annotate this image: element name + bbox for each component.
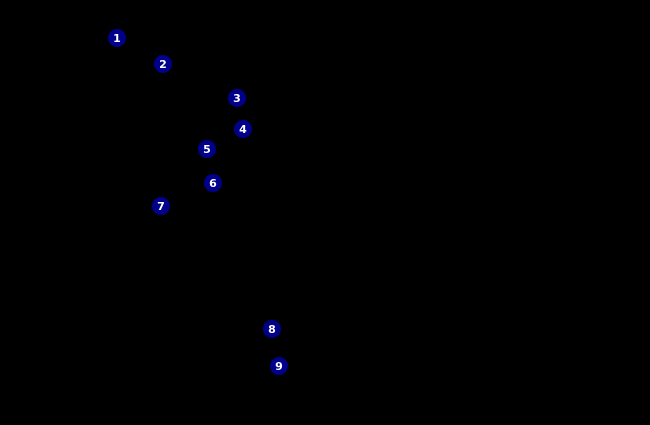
marker-2[interactable]: 2 [154, 55, 172, 73]
marker-4[interactable]: 4 [234, 120, 252, 138]
marker-6[interactable]: 6 [204, 174, 222, 192]
marker-5[interactable]: 5 [198, 140, 216, 158]
marker-8[interactable]: 8 [263, 320, 281, 338]
marker-9[interactable]: 9 [270, 357, 288, 375]
marker-7[interactable]: 7 [152, 197, 170, 215]
marker-1[interactable]: 1 [108, 29, 126, 47]
marker-3[interactable]: 3 [228, 89, 246, 107]
